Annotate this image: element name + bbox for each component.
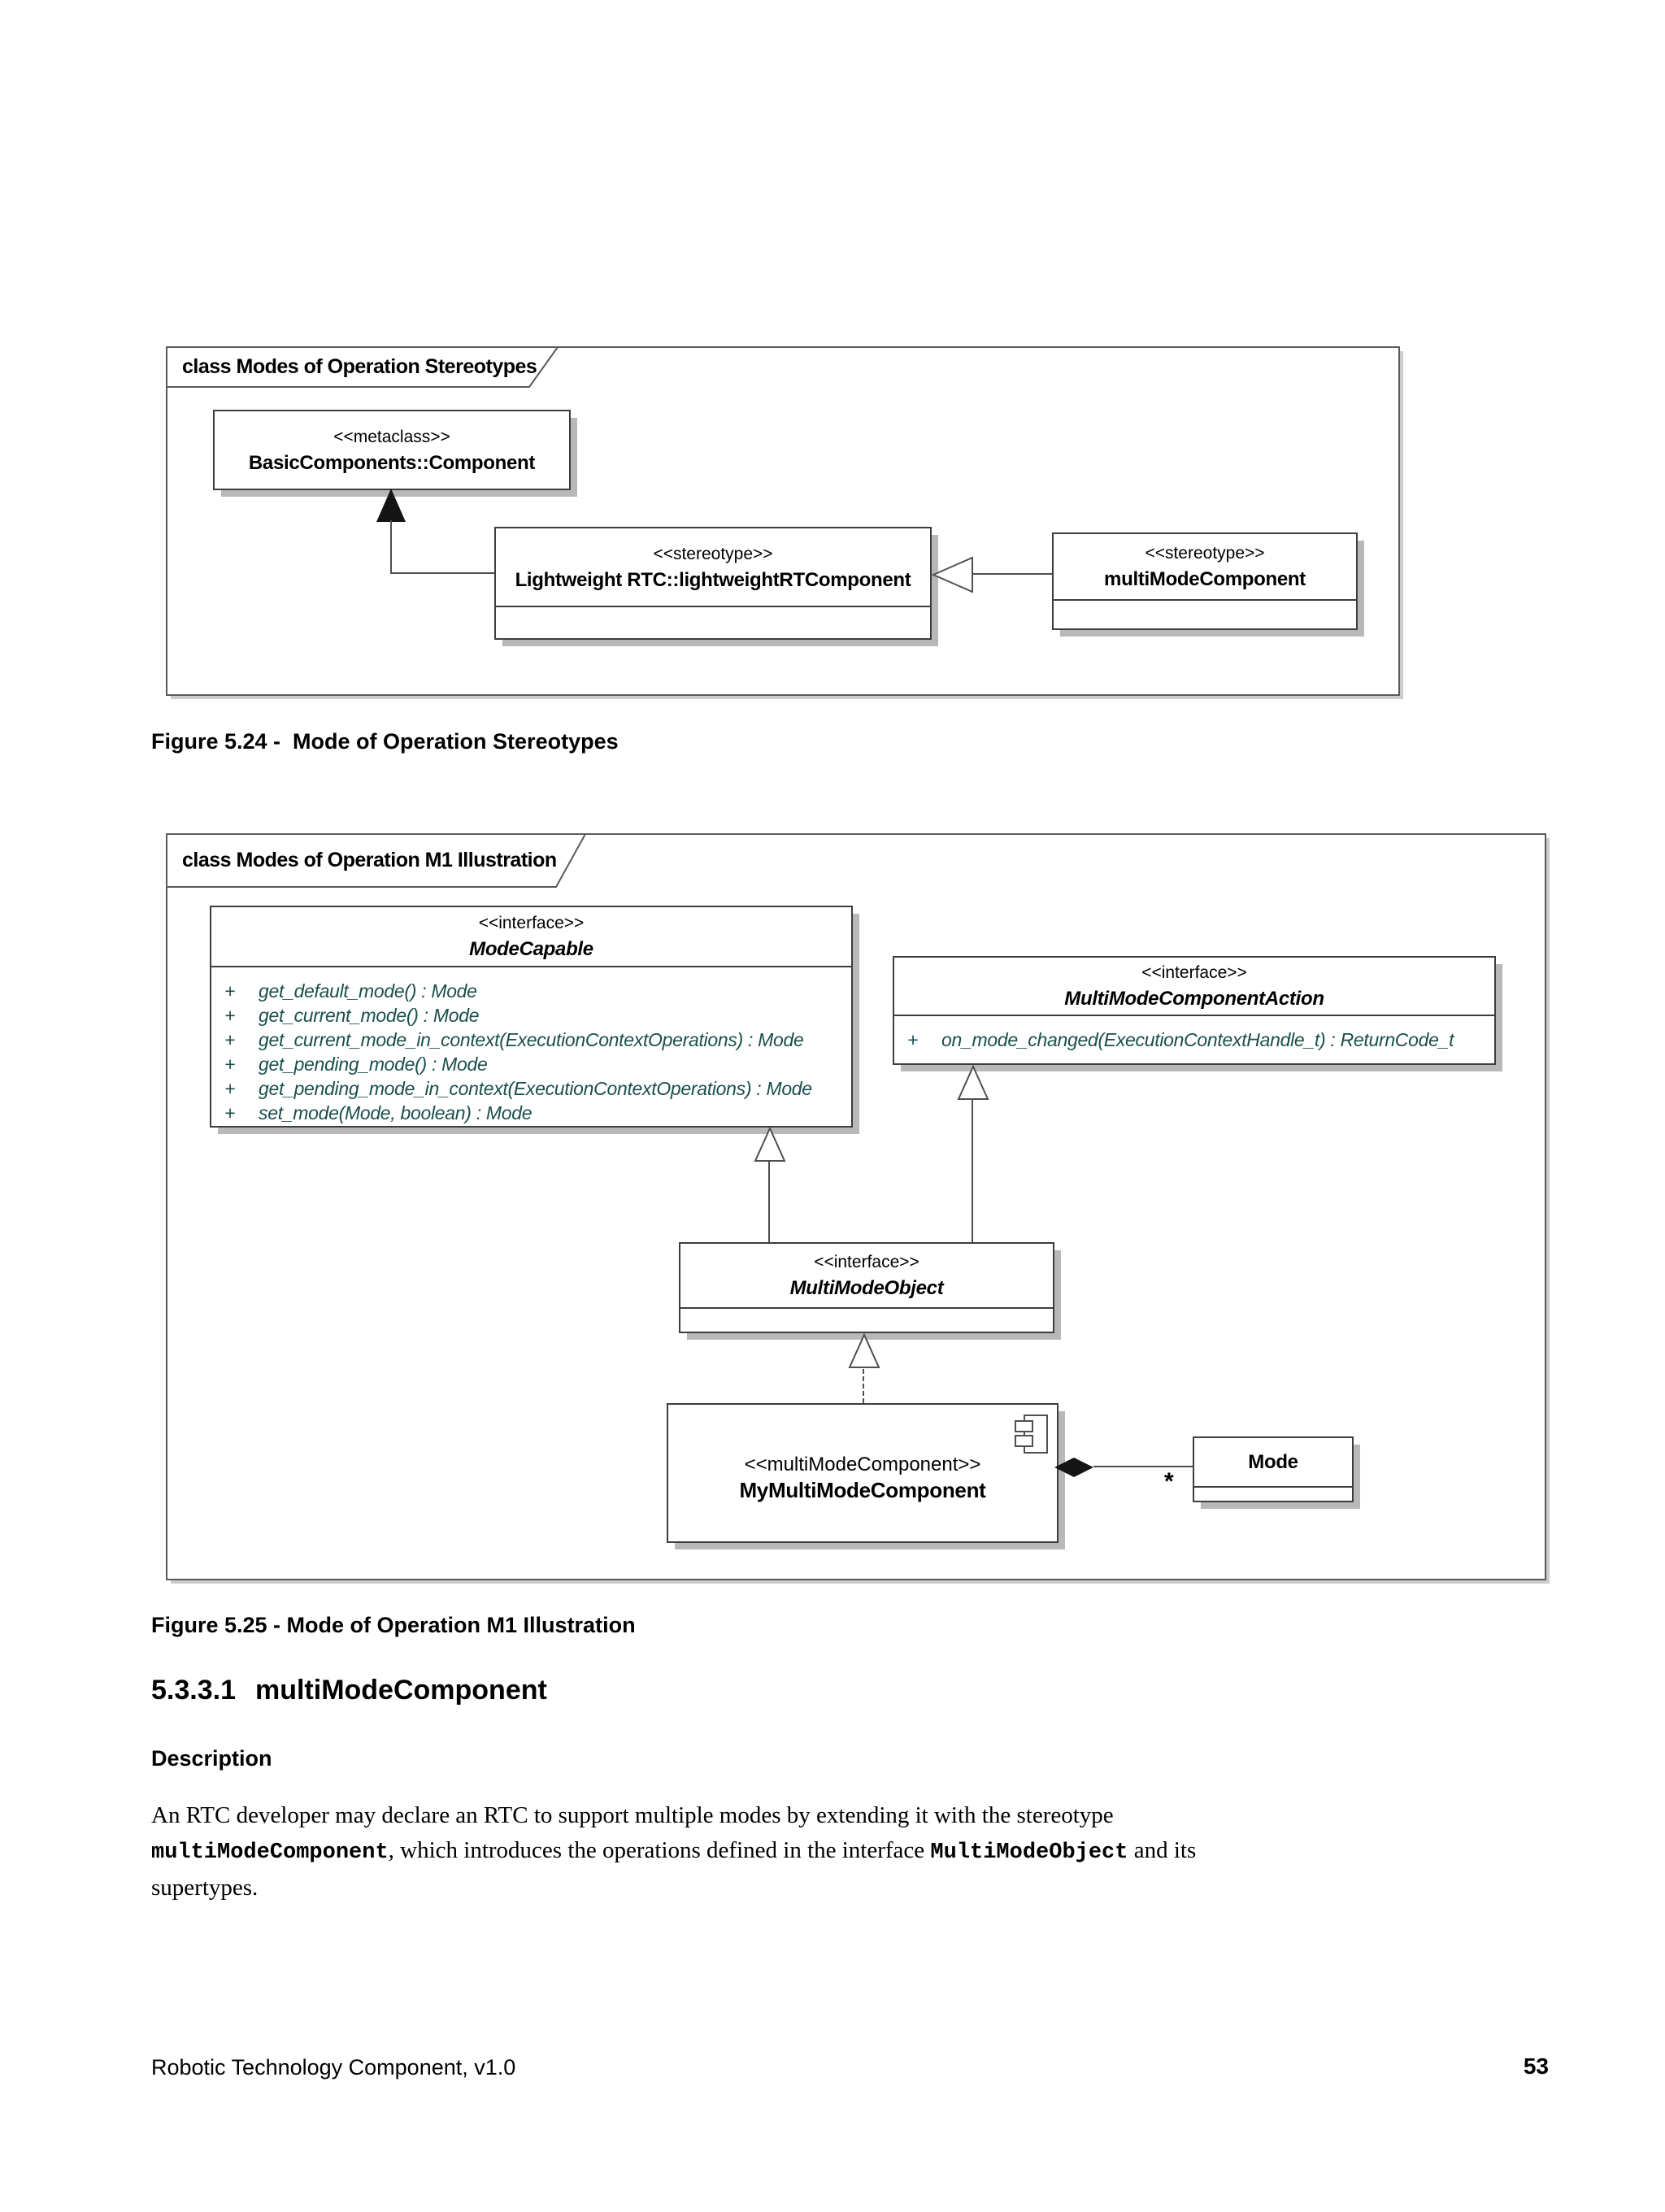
body-text: An RTC developer may declare an RTC to s…	[151, 1802, 1114, 1828]
operation-signature: get_current_mode_in_context(ExecutionCon…	[259, 1028, 804, 1050]
uml-stereotype-label: <<stereotype>>	[1145, 544, 1265, 563]
frame-title: class Modes of Operation Stereotypes	[182, 354, 537, 378]
section-title: multiModeComponent	[254, 1675, 547, 1706]
uml-name-compartment: <<stereotype>> Lightweight RTC::lightwei…	[496, 528, 930, 607]
uml-stereotype-label: <<metaclass>>	[333, 427, 450, 446]
generalization-line	[973, 573, 1052, 575]
uml-component-name: MyMultiModeComponent	[739, 1478, 986, 1502]
realization-arrowhead-icon	[848, 1333, 880, 1368]
visibility-plus: +	[224, 1077, 236, 1099]
visibility-plus: +	[224, 1053, 236, 1075]
uml-component-mymultimodecomponent: <<multiModeComponent>> MyMultiModeCompon…	[667, 1403, 1059, 1543]
section-number: 5.3.3.1	[151, 1675, 236, 1706]
uml-class-name: Lightweight RTC::lightweightRTComponent	[515, 568, 911, 591]
uml-operation: + get_default_mode() : Mode	[211, 979, 851, 1003]
uml-name-compartment: <<interface>> MultiModeComponentAction	[894, 958, 1494, 1016]
extension-line-vertical	[390, 520, 392, 574]
extension-arrowhead-icon	[376, 489, 406, 522]
extension-line-horizontal	[390, 572, 494, 574]
visibility-plus: +	[224, 1004, 236, 1026]
uml-stereotype-label: <<interface>>	[1141, 963, 1247, 982]
component-icon	[1015, 1415, 1048, 1454]
generalization-arrowhead-icon	[932, 556, 973, 593]
uml-operations-compartment: + on_mode_changed(ExecutionContextHandle…	[894, 1016, 1494, 1052]
uml-interface-multimodecomponentaction: <<interface>> MultiModeComponentAction +…	[893, 956, 1496, 1065]
diagram-frame-stereotypes	[166, 346, 1400, 696]
paragraph-line: supertypes.	[151, 1871, 1452, 1906]
footer-page-number: 53	[1523, 2053, 1549, 2079]
generalization-arrowhead-icon	[754, 1127, 786, 1162]
uml-class-mode: Mode	[1193, 1436, 1354, 1502]
visibility-plus: +	[224, 1028, 236, 1050]
uml-operation: + on_mode_changed(ExecutionContextHandle…	[894, 1028, 1494, 1052]
multiplicity-label: *	[1164, 1468, 1174, 1495]
composition-line	[1093, 1466, 1193, 1467]
uml-interface-name: MultiModeObject	[789, 1277, 944, 1299]
uml-interface-modecapable: <<interface>> ModeCapable + get_default_…	[210, 906, 853, 1128]
uml-class-lightweightrtcomponent: <<stereotype>> Lightweight RTC::lightwei…	[494, 527, 932, 640]
frame-tab-shape	[166, 346, 559, 388]
uml-operation: + get_current_mode_in_context(ExecutionC…	[211, 1028, 851, 1052]
body-text: , which introduces the operations define…	[388, 1837, 931, 1863]
uml-interface-name: MultiModeComponentAction	[1064, 988, 1324, 1010]
uml-stereotype-label: <<multiModeComponent>>	[744, 1454, 981, 1475]
composition-diamond-icon	[1054, 1458, 1093, 1477]
frame-tab-shape	[166, 833, 587, 888]
uml-stereotype-label: <<interface>>	[814, 1253, 919, 1271]
figure-caption-525: Figure 5.25 - Mode of Operation M1 Illus…	[151, 1613, 636, 1637]
uml-name-compartment: <<multiModeComponent>> MyMultiModeCompon…	[668, 1405, 1057, 1541]
paragraph-line: multiModeComponent, which introduces the…	[151, 1833, 1452, 1871]
description-heading: Description	[151, 1746, 272, 1771]
uml-name-compartment: <<interface>> MultiModeObject	[680, 1244, 1053, 1309]
uml-stereotype-label: <<stereotype>>	[653, 544, 773, 563]
body-text: and its	[1128, 1837, 1197, 1863]
generalization-line	[768, 1162, 770, 1242]
inline-code: MultiModeObject	[930, 1840, 1128, 1865]
operation-signature: get_current_mode() : Mode	[259, 1004, 480, 1026]
uml-interface-name: ModeCapable	[469, 938, 593, 960]
uml-class-basiccomponents-component: <<metaclass>> BasicComponents::Component	[213, 410, 571, 490]
footer-document-title: Robotic Technology Component, v1.0	[151, 2055, 516, 2079]
uml-class-name: Mode	[1248, 1451, 1298, 1473]
uml-name-compartment: <<stereotype>> multiModeComponent	[1054, 534, 1356, 601]
operation-signature: on_mode_changed(ExecutionContextHandle_t…	[941, 1028, 1454, 1050]
uml-operation: + get_pending_mode() : Mode	[211, 1052, 851, 1076]
section-heading: 5.3.3.1 multiModeComponent	[151, 1675, 547, 1706]
uml-operation: + get_current_mode() : Mode	[211, 1003, 851, 1028]
visibility-plus: +	[907, 1028, 919, 1050]
body-text: supertypes.	[151, 1875, 259, 1901]
operation-signature: get_pending_mode() : Mode	[259, 1053, 488, 1075]
figure-caption-524: Figure 5.24 - Mode of Operation Stereoty…	[151, 729, 619, 754]
visibility-plus: +	[224, 1102, 236, 1123]
operation-signature: get_pending_mode_in_context(ExecutionCon…	[259, 1077, 812, 1099]
generalization-line	[972, 1099, 973, 1242]
uml-class-multimodecomponent: <<stereotype>> multiModeComponent	[1052, 532, 1358, 630]
uml-interface-multimodeobject: <<interface>> MultiModeObject	[679, 1242, 1054, 1333]
uml-class-name: multiModeComponent	[1104, 568, 1306, 590]
frame-title: class Modes of Operation M1 Illustration	[182, 848, 557, 871]
uml-class-name: BasicComponents::Component	[248, 451, 536, 474]
operation-signature: set_mode(Mode, boolean) : Mode	[259, 1102, 533, 1123]
uml-operation: + set_mode(Mode, boolean) : Mode	[211, 1101, 851, 1125]
paragraph-line: An RTC developer may declare an RTC to s…	[151, 1798, 1452, 1833]
description-paragraph: An RTC developer may declare an RTC to s…	[151, 1798, 1452, 1906]
uml-stereotype-label: <<interface>>	[478, 914, 585, 932]
operation-signature: get_default_mode() : Mode	[259, 980, 477, 1002]
generalization-arrowhead-icon	[957, 1065, 989, 1100]
uml-operation: + get_pending_mode_in_context(ExecutionC…	[211, 1076, 851, 1101]
realization-dashed-line	[863, 1369, 864, 1403]
visibility-plus: +	[224, 980, 236, 1002]
inline-code: multiModeComponent	[151, 1840, 389, 1865]
uml-name-compartment: <<interface>> ModeCapable	[211, 907, 851, 967]
uml-operations-compartment: + get_default_mode() : Mode + get_curren…	[211, 967, 851, 1125]
uml-name-compartment: Mode	[1194, 1438, 1352, 1488]
